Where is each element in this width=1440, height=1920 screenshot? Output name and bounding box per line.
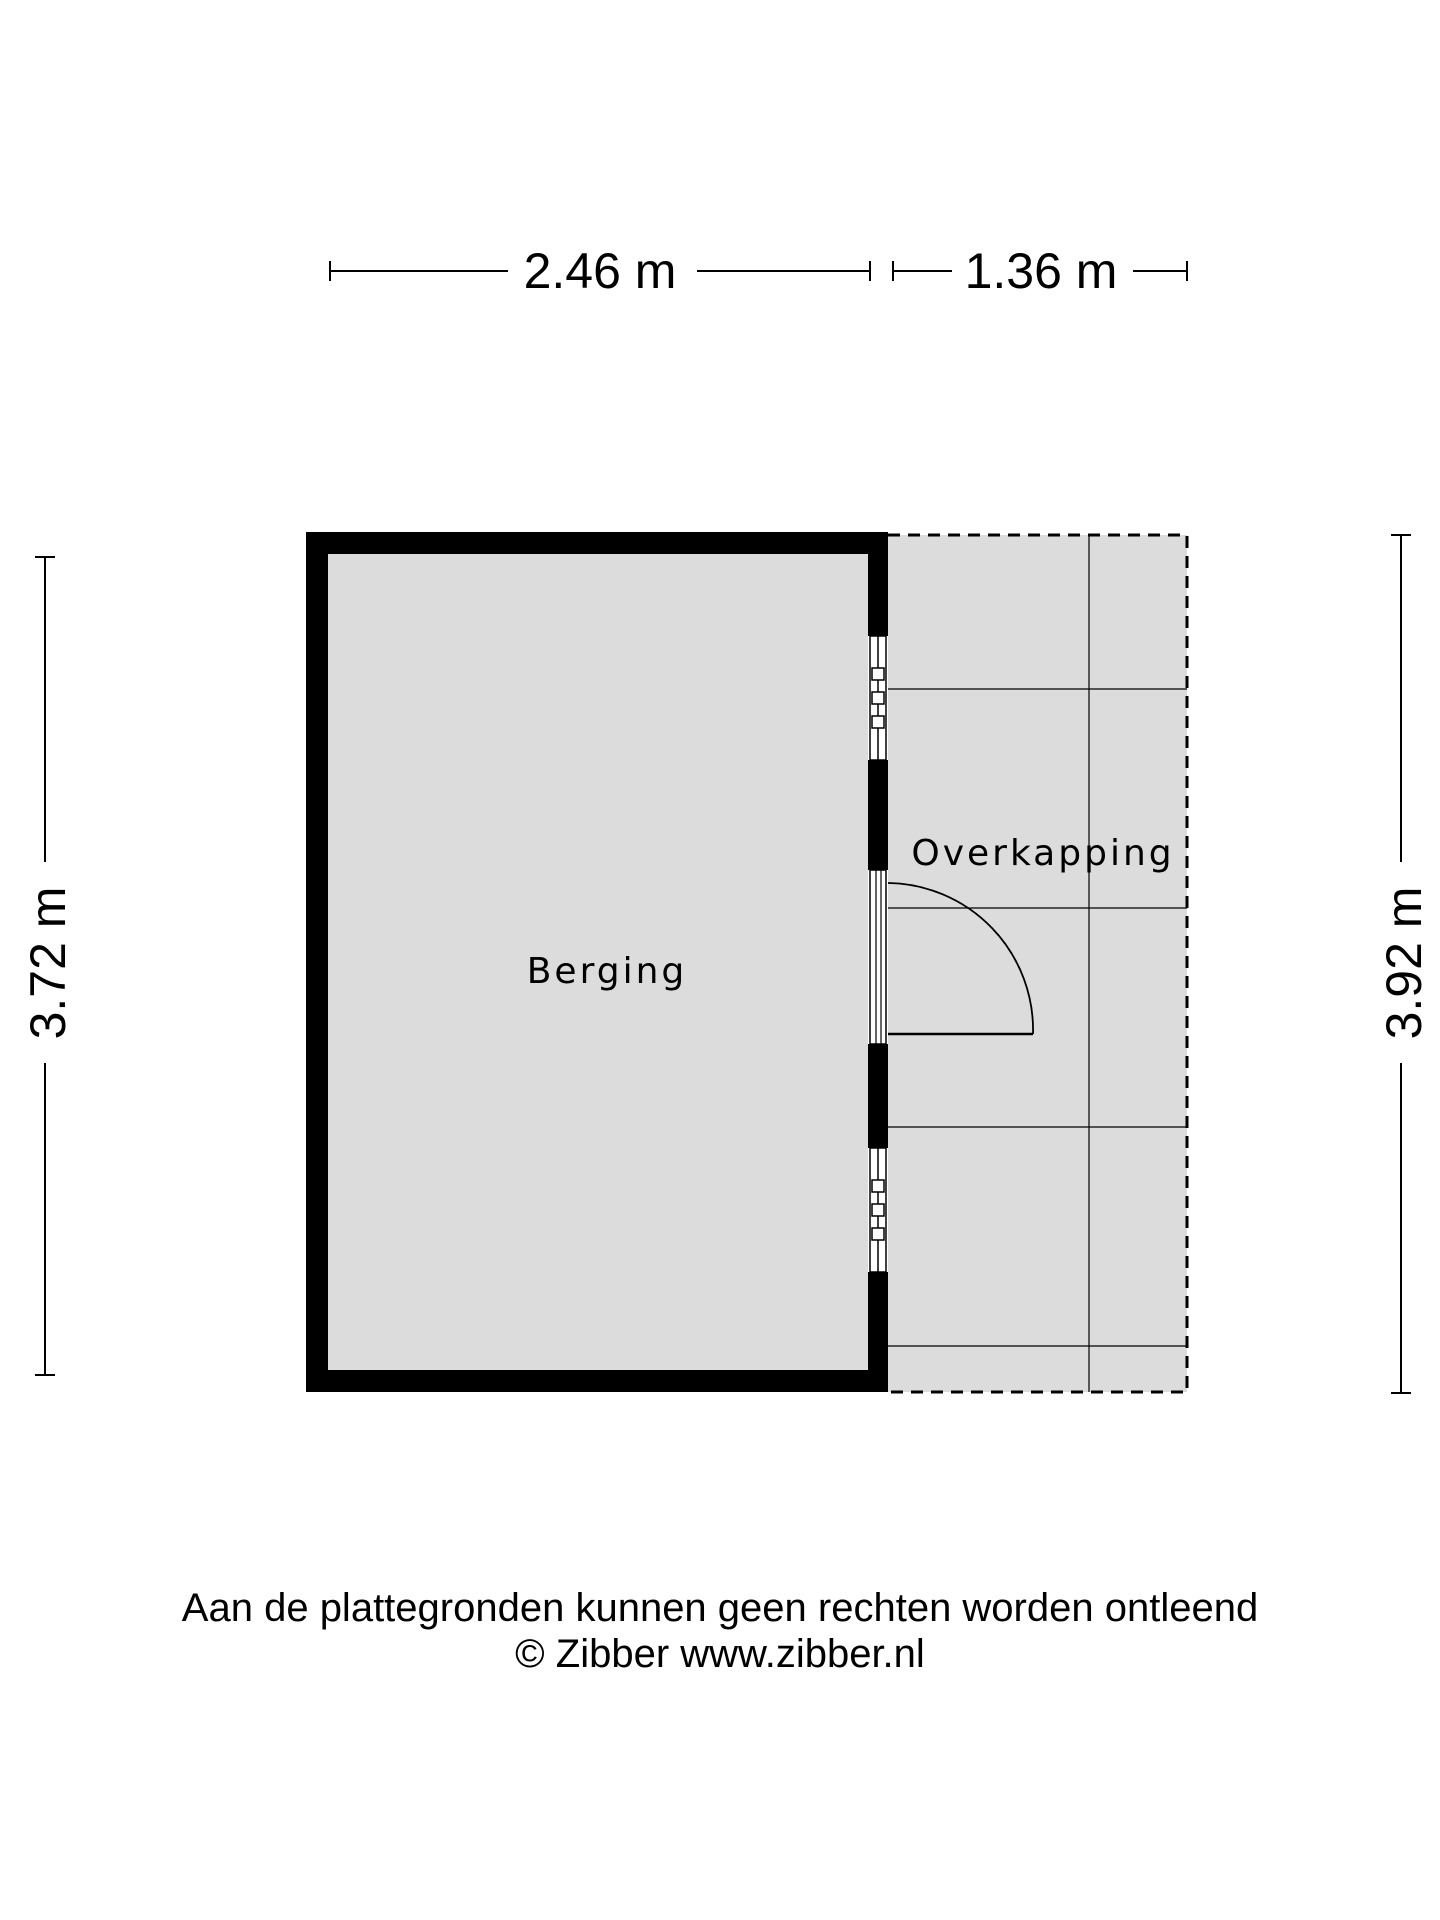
room-label-berging: Berging	[527, 951, 688, 992]
dimension-top-left-label: 2.46 m	[524, 243, 677, 299]
copyright-text: © Zibber www.zibber.nl	[515, 1632, 925, 1676]
disclaimer-text: Aan de plattegronden kunnen geen rechten…	[181, 1586, 1259, 1630]
overkapping-area	[888, 533, 1189, 1394]
berging-room	[306, 532, 888, 1392]
dimension-top	[329, 261, 1188, 281]
footer-disclaimer: Aan de plattegronden kunnen geen rechten…	[0, 1585, 1440, 1677]
room-label-overkapping: Overkapping	[911, 833, 1174, 874]
dimension-right-label: 3.92 m	[1376, 887, 1432, 1040]
dimension-top-right-label: 1.36 m	[965, 243, 1118, 299]
dimension-right	[1391, 534, 1411, 1394]
window-top	[869, 635, 887, 761]
window-bottom	[869, 1147, 887, 1273]
dimension-left-label: 3.72 m	[20, 887, 76, 1040]
dimension-left	[35, 556, 55, 1376]
door	[869, 869, 1034, 1045]
